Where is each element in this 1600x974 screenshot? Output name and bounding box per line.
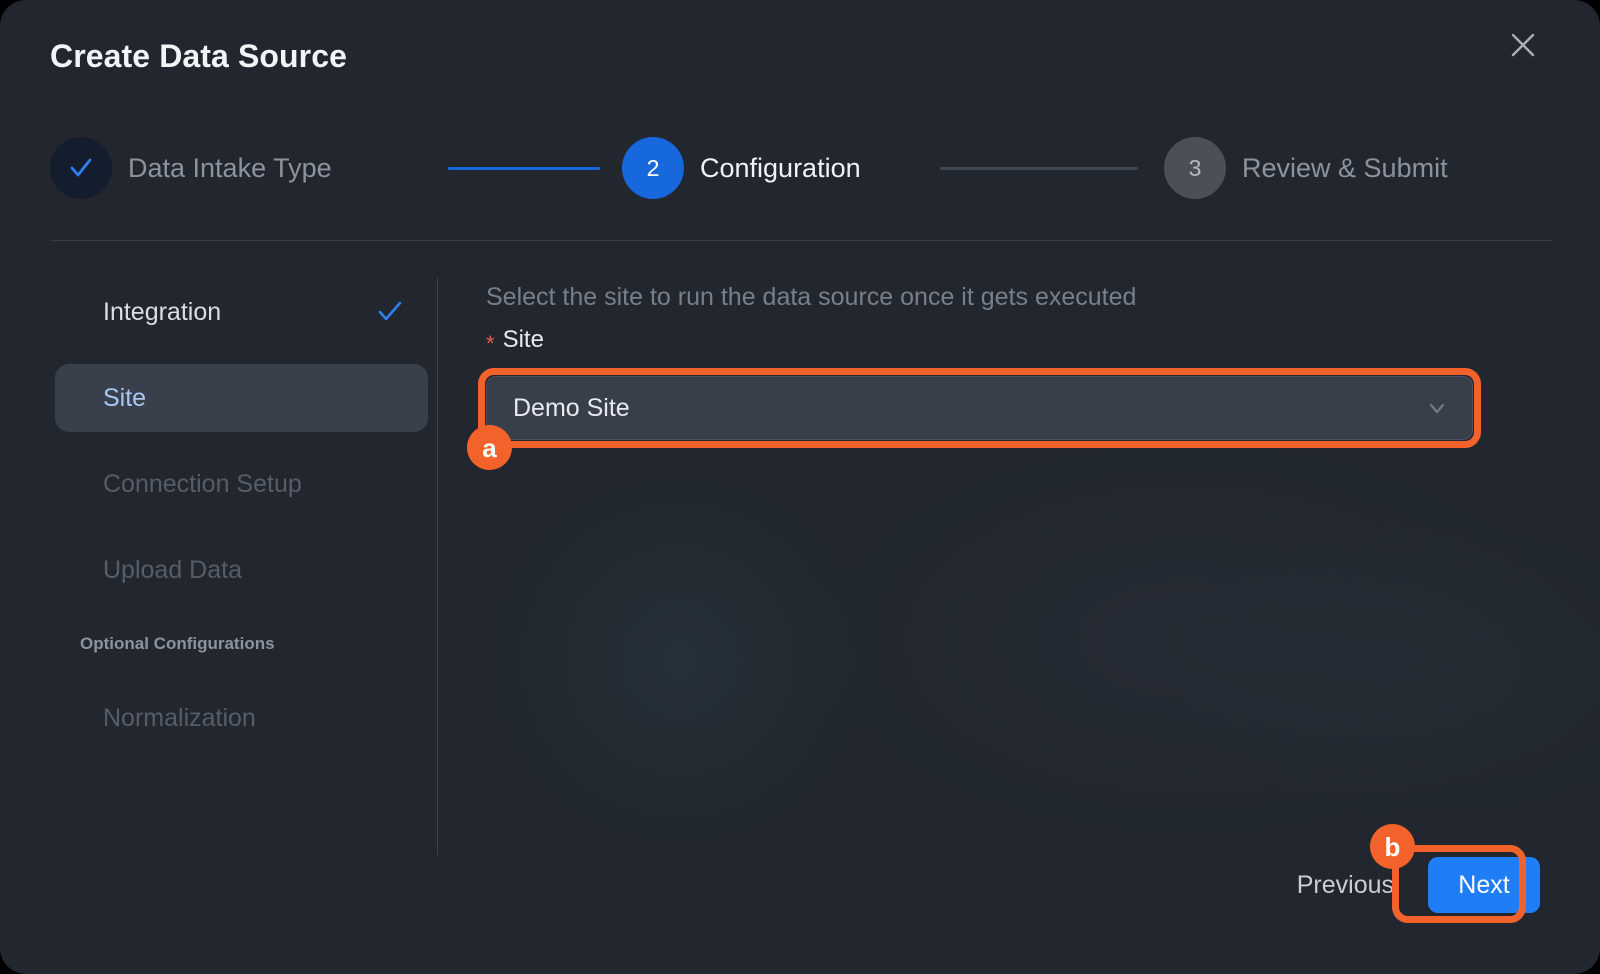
site-field-label-text: Site [502, 326, 544, 353]
stepper-connector-1-2 [448, 167, 600, 170]
configuration-pane: Select the site to run the data source o… [486, 283, 1486, 368]
annotation-badge-b: b [1370, 824, 1415, 869]
chevron-down-icon [1424, 395, 1450, 421]
pane-description: Select the site to run the data source o… [486, 283, 1137, 311]
background-glow-right [1180, 520, 1600, 820]
sidebar-spacer-1 [55, 346, 428, 364]
previous-button[interactable]: Previous [1296, 870, 1394, 899]
header-divider [50, 240, 1552, 241]
sidebar-item-site[interactable]: Site [55, 364, 428, 432]
annotation-badge-a: a [467, 425, 512, 470]
next-button[interactable]: Next [1428, 857, 1540, 913]
site-select-value: Demo Site [513, 393, 630, 422]
sidebar-section-optional-configurations: Optional Configurations [80, 634, 275, 653]
sidebar-item-connection-setup-label: Connection Setup [103, 469, 302, 498]
stepper-step-data-intake-type[interactable]: Data Intake Type [50, 137, 332, 199]
stepper-step-configuration[interactable]: 2 Configuration [622, 137, 861, 199]
content-divider [437, 278, 438, 855]
sidebar-spacer-5 [55, 666, 428, 684]
background-glow-left [470, 480, 890, 840]
sidebar-item-integration-label: Integration [103, 297, 222, 326]
wizard-stepper: Data Intake Type 2 Configuration 3 Revie… [50, 137, 1550, 199]
required-asterisk: * [486, 331, 495, 356]
close-icon[interactable] [1500, 22, 1546, 68]
stepper-step-review-submit[interactable]: 3 Review & Submit [1164, 137, 1448, 199]
site-field-label: * Site [486, 326, 1486, 356]
sidebar-item-upload-data-label: Upload Data [103, 555, 242, 584]
step-3-number: 3 [1164, 137, 1226, 199]
sidebar-spacer-3 [55, 518, 428, 536]
step-1-status-icon [50, 137, 112, 199]
sidebar-item-upload-data: Upload Data [55, 536, 428, 604]
config-sidebar: Integration Site Connection Setup Upload… [55, 278, 428, 752]
sidebar-item-connection-setup: Connection Setup [55, 450, 428, 518]
background-glow-center [800, 430, 1580, 850]
sidebar-spacer-2 [55, 432, 428, 450]
site-select[interactable]: Demo Site [486, 376, 1473, 440]
step-2-label: Configuration [700, 152, 861, 183]
check-icon [376, 298, 404, 326]
sidebar-item-site-label: Site [103, 383, 147, 412]
sidebar-item-normalization-label: Normalization [103, 703, 256, 732]
step-1-label: Data Intake Type [128, 152, 332, 183]
sidebar-spacer-4 [55, 604, 428, 622]
step-3-label: Review & Submit [1242, 152, 1448, 183]
stepper-connector-2-3 [940, 167, 1138, 170]
wizard-footer: Previous Next [1180, 850, 1552, 920]
page-title: Create Data Source [50, 38, 348, 74]
step-2-number: 2 [622, 137, 684, 199]
sidebar-item-normalization: Normalization [55, 684, 428, 752]
sidebar-item-integration[interactable]: Integration [55, 278, 428, 346]
